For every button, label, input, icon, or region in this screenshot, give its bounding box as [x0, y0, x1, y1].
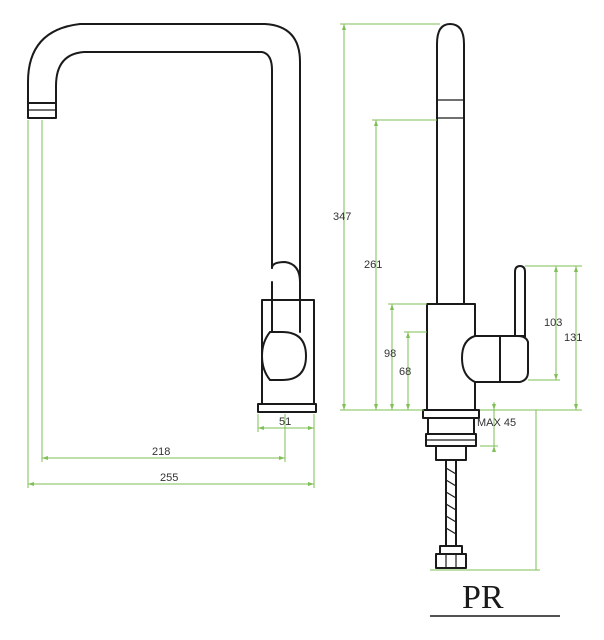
dim-label-131: 131 [564, 332, 582, 344]
spout-tip [27, 102, 57, 119]
front-lever-blade [514, 264, 526, 337]
dim-label-218: 218 [152, 446, 170, 458]
dim-label-255: 255 [160, 472, 178, 484]
dim-label-103: 103 [544, 317, 562, 329]
arrow-98-bottom [390, 404, 394, 410]
arrow-255-right [308, 482, 314, 486]
dim-label-68: 68 [399, 366, 411, 378]
arrow-261-top [374, 120, 378, 126]
faucet-side-view [27, 23, 317, 413]
dim-label-98: 98 [384, 348, 396, 360]
arrow-68-top [406, 332, 410, 338]
arrow-103-top [554, 266, 558, 272]
arrow-261-bottom [374, 404, 378, 410]
arrow-347-top [342, 24, 346, 30]
arrow-103-bottom [554, 374, 558, 380]
spout-outer-line [27, 23, 301, 301]
arrow-max45-bottom [492, 446, 496, 452]
front-handle-boss [460, 335, 501, 383]
arrow-347-bottom [342, 404, 346, 410]
base-plate [257, 403, 317, 413]
flex-hose [445, 459, 457, 547]
arrow-51-right [308, 426, 314, 430]
brand-logo: PR [430, 579, 560, 617]
brand-logo-text: PR [462, 579, 504, 616]
arrow-218-left [42, 456, 48, 460]
right-dimensions: 347 261 98 68 103 131 [333, 23, 582, 571]
lever-handle [260, 331, 308, 381]
front-base-plate [422, 409, 480, 419]
arrow-255-left [28, 482, 34, 486]
dim-label-51: 51 [279, 416, 291, 428]
arrow-218-right [279, 456, 285, 460]
arrow-131-top [574, 266, 578, 272]
flex-hose-braid [445, 467, 457, 535]
arrow-68-bottom [406, 404, 410, 410]
front-shank [427, 417, 475, 435]
left-dimensions: 51 218 255 [27, 120, 315, 488]
arrow-51-left [258, 426, 264, 430]
arrow-98-top [390, 304, 394, 310]
hose-nut [435, 553, 467, 569]
spout-inner-line [55, 51, 273, 269]
front-lever-arm [499, 335, 529, 383]
dim-label-261: 261 [364, 259, 382, 271]
arrow-131-bottom [574, 404, 578, 410]
faucet-front-view [422, 23, 529, 569]
dim-label-347: 347 [333, 211, 351, 223]
arrow-max45-top [492, 404, 496, 410]
front-spout-tube [436, 23, 465, 305]
spout-joint [271, 261, 301, 283]
dim-label-max45: MAX 45 [477, 417, 516, 429]
front-thread [435, 445, 467, 461]
hose-fitting [439, 545, 463, 555]
